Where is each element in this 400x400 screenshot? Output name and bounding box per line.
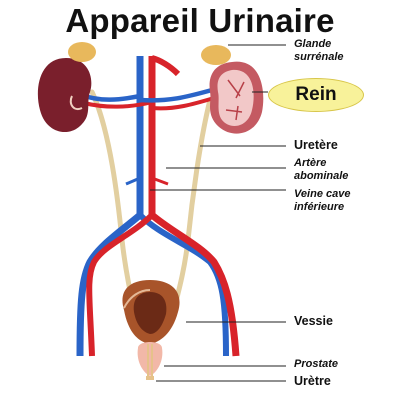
left-kidney-icon bbox=[37, 42, 96, 133]
aorta-top-arch bbox=[151, 55, 181, 77]
label-uretere: Uretère bbox=[294, 138, 338, 152]
label-artere: Artère abominale bbox=[294, 157, 348, 183]
label-glande-line1: Glande bbox=[294, 38, 332, 50]
abdominal-aorta bbox=[148, 56, 240, 357]
label-veine-line1: Veine cave bbox=[294, 188, 351, 200]
left-renal-vein bbox=[81, 92, 141, 102]
bladder-icon bbox=[122, 280, 180, 344]
diagram-title: Appareil Urinaire bbox=[65, 2, 335, 39]
prostate-icon bbox=[137, 342, 163, 380]
vena-cava bbox=[76, 56, 144, 357]
label-prostate: Prostate bbox=[294, 358, 339, 370]
label-vessie: Vessie bbox=[294, 314, 333, 328]
label-artere-line1: Artère bbox=[294, 157, 327, 169]
right-kidney-icon bbox=[201, 45, 264, 134]
label-veine-cave: Veine cave inférieure bbox=[294, 188, 350, 214]
right-renal-artery bbox=[151, 96, 215, 111]
right-ureter bbox=[169, 97, 213, 321]
label-veine-line2: inférieure bbox=[294, 201, 345, 213]
label-rein: Rein bbox=[268, 78, 364, 112]
label-uretre: Urètre bbox=[294, 374, 331, 388]
label-artere-line2: abominale bbox=[294, 170, 349, 182]
label-glande-line2: surrénale bbox=[294, 51, 344, 63]
label-glande-surrenale: Glande surrénale bbox=[294, 38, 344, 64]
left-renal-artery bbox=[83, 100, 153, 109]
left-ureter bbox=[89, 89, 139, 321]
leader-lines bbox=[150, 44, 286, 382]
right-renal-vein bbox=[139, 87, 213, 103]
aorta-left-branch bbox=[86, 212, 155, 357]
